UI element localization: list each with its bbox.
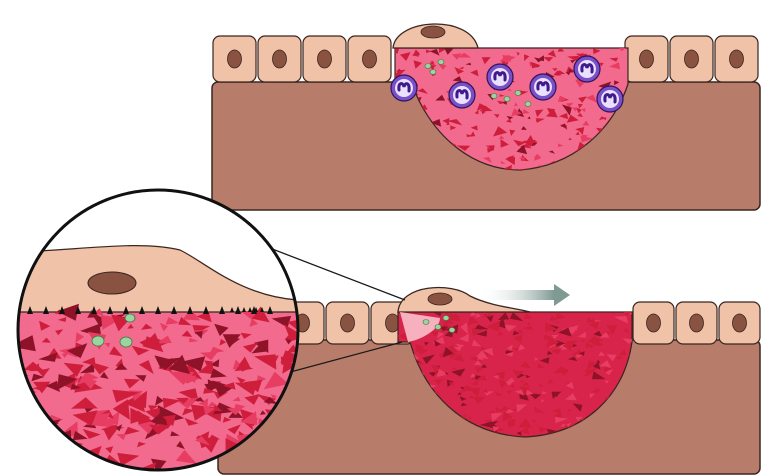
platelet — [435, 325, 441, 330]
epithelial-cell-row-left — [281, 302, 414, 344]
neutrophil — [449, 82, 475, 108]
platelet — [515, 91, 521, 96]
fibrin-strand — [30, 465, 47, 475]
platelet — [525, 102, 531, 107]
fibrin-strand — [46, 451, 63, 466]
top-panel — [212, 24, 760, 210]
fibrin-strand — [69, 459, 79, 468]
epithelial-cell-row-right — [625, 36, 758, 82]
cell-nucleus — [685, 50, 699, 68]
fibrin-strand — [62, 466, 79, 474]
migration-arrow — [478, 284, 570, 306]
platelet — [449, 328, 455, 333]
epithelial-cell-row-right — [633, 302, 760, 344]
fibrin-strand — [34, 465, 46, 473]
fibrin-strand — [31, 457, 43, 466]
nucleus — [88, 272, 136, 294]
platelet — [491, 94, 497, 99]
cell-nucleus — [318, 50, 332, 68]
bottom-panel — [218, 284, 760, 474]
cell-nucleus — [228, 50, 242, 68]
nucleus — [421, 26, 445, 38]
epithelial-cell-row-left — [213, 36, 391, 82]
platelet — [425, 64, 431, 69]
fibrin-strand — [28, 467, 36, 472]
fibrin-strand — [15, 441, 32, 458]
neutrophil — [574, 56, 600, 82]
platelet — [423, 320, 429, 325]
nucleus — [428, 293, 452, 305]
cell-nucleus — [640, 50, 654, 68]
platelet — [443, 316, 449, 321]
neutrophil — [391, 75, 417, 101]
cell-nucleus — [647, 314, 661, 332]
neutrophil — [597, 86, 623, 112]
cell-nucleus — [341, 314, 355, 332]
neutrophil — [530, 74, 556, 100]
cell-nucleus — [733, 314, 747, 332]
neutrophil — [487, 64, 513, 90]
cell-nucleus — [690, 314, 704, 332]
platelet — [430, 70, 436, 75]
fibrin-strand — [23, 411, 44, 423]
platelet — [504, 97, 510, 102]
fibrin-strand — [41, 424, 48, 428]
cell-nucleus — [730, 50, 744, 68]
cell-nucleus — [363, 50, 377, 68]
migrating-keratinocyte — [393, 24, 478, 48]
fibrin-strand — [26, 469, 34, 473]
cell-nucleus — [273, 50, 287, 68]
fibrin-strand — [37, 421, 52, 430]
platelet — [438, 60, 444, 65]
